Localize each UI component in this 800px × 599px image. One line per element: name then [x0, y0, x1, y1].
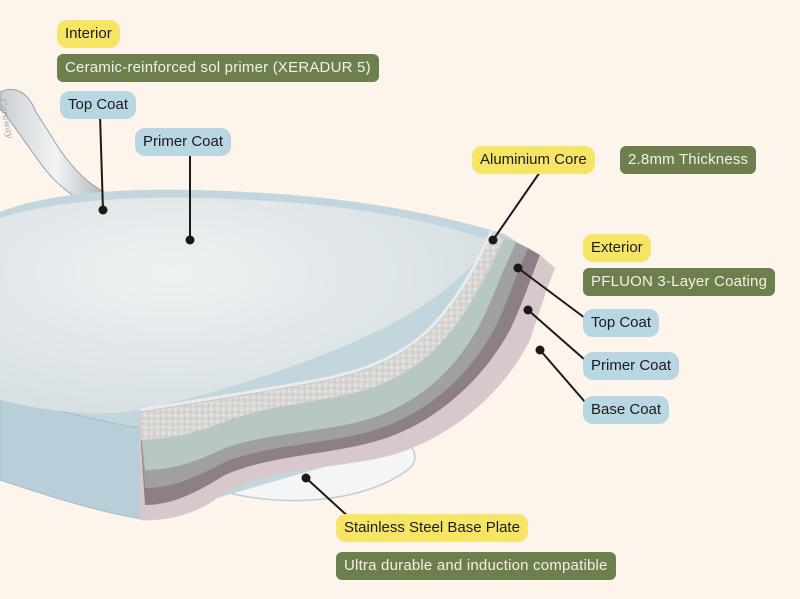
leader-base-plate [305, 477, 353, 521]
label-interior: Interior [57, 20, 120, 48]
label-base-plate: Stainless Steel Base Plate [336, 514, 528, 542]
leader-dots [98, 205, 545, 483]
cross-section-layers [139, 229, 555, 521]
label-interior-primer-coat: Primer Coat [135, 128, 232, 156]
leader-exterior-top-coat [517, 267, 586, 319]
label-exterior: Exterior [583, 234, 651, 262]
label-exterior-desc: PFLUON 3-Layer Coating [583, 268, 776, 296]
label-aluminium-core: Aluminium Core [472, 146, 595, 174]
leader-exterior-primer-coat [527, 309, 586, 361]
leader-lines [99, 114, 586, 521]
label-interior-desc: Ceramic-reinforced sol primer (XERADUR 5… [57, 54, 379, 82]
leader-aluminium-core [492, 171, 541, 241]
label-base-plate-desc: Ultra durable and induction compatible [336, 552, 616, 580]
label-exterior-top-coat: Top Coat [583, 309, 660, 337]
leader-interior-top-coat [99, 114, 104, 211]
label-interior-top-coat: Top Coat [60, 91, 137, 119]
label-aluminium-thickness: 2.8mm Thickness [620, 146, 757, 174]
label-exterior-primer-coat: Primer Coat [583, 352, 680, 380]
label-exterior-base-coat: Base Coat [583, 396, 670, 424]
leader-exterior-base-coat [539, 349, 586, 403]
